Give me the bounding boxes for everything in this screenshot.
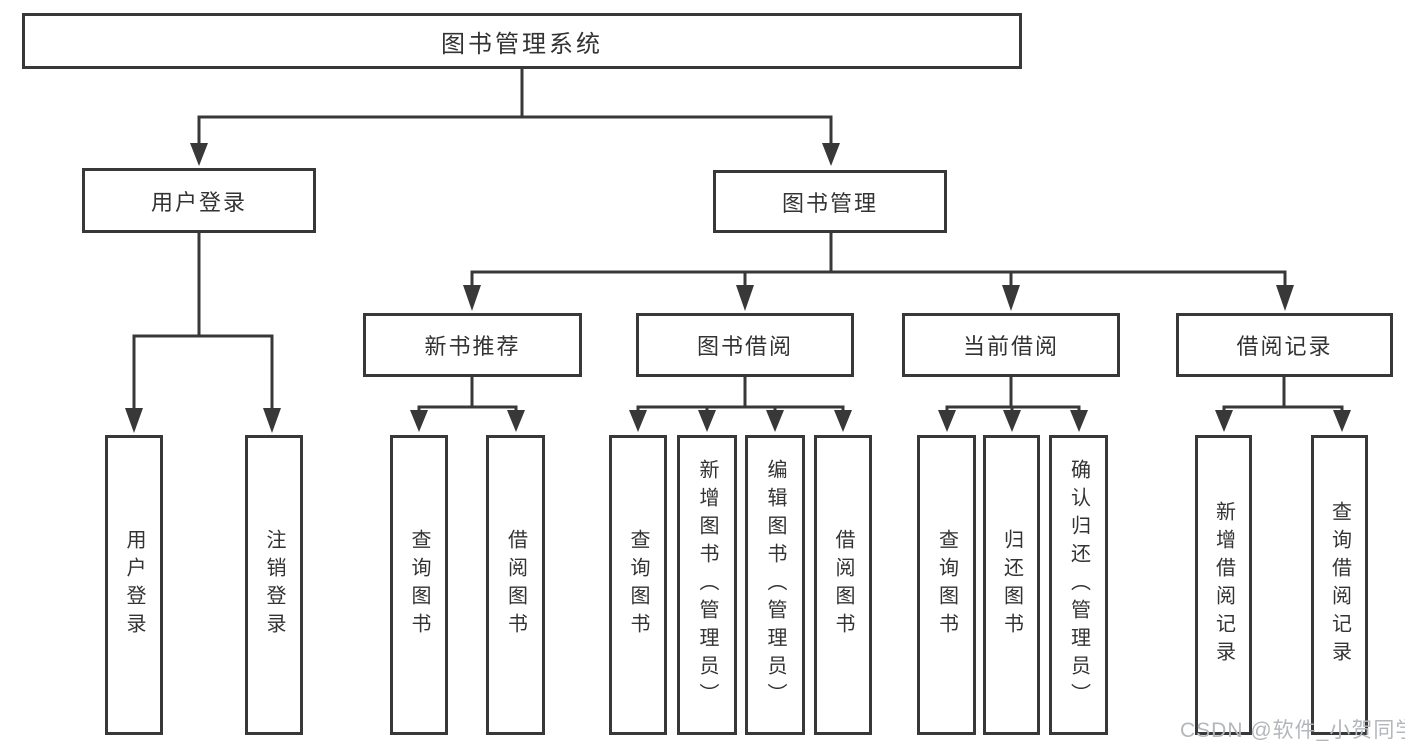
leaf-label: 查询图书 <box>935 529 958 641</box>
connector-borrowrecords-leaves <box>1222 375 1344 414</box>
node-leaf-add-book-admin: 新增图书（管理员） <box>677 435 737 735</box>
node-leaf-add-borrow-record: 新增借阅记录 <box>1195 435 1252 735</box>
leaf-label: 新增借阅记录 <box>1212 501 1235 669</box>
leaf-label: 新增图书（管理员） <box>696 459 718 711</box>
node-library-management-system: 图书管理系统 <box>22 13 1022 69</box>
node-leaf-confirm-return-admin: 确认归还（管理员） <box>1049 435 1108 735</box>
node-user-login: 用户登录 <box>82 168 316 233</box>
node-leaf-query-book-3: 查询图书 <box>917 435 976 735</box>
connector-bookmgmt-level3 <box>470 231 1287 289</box>
connector-currentborrow-leaves <box>945 375 1081 414</box>
leaf-label: 查询借阅记录 <box>1328 501 1351 669</box>
node-leaf-logout: 注销登录 <box>245 435 303 735</box>
node-current-borrow: 当前借阅 <box>902 313 1120 377</box>
connector-userlogin-leaves <box>132 231 274 412</box>
node-borrow-records: 借阅记录 <box>1176 313 1393 377</box>
connector-root-level2 <box>197 67 833 147</box>
node-leaf-borrow-book-1: 借阅图书 <box>486 435 545 735</box>
node-leaf-query-book-2: 查询图书 <box>609 435 667 735</box>
leaf-label: 查询图书 <box>408 529 430 641</box>
leaf-label: 借阅图书 <box>832 529 854 641</box>
leaf-label: 编辑图书（管理员） <box>764 459 786 711</box>
leaf-label: 归还图书 <box>1000 529 1023 641</box>
node-leaf-query-book-1: 查询图书 <box>390 435 448 735</box>
connector-newbooks-leaves <box>417 375 518 414</box>
leaf-label: 查询图书 <box>627 529 649 641</box>
node-leaf-query-borrow-record: 查询借阅记录 <box>1311 435 1368 735</box>
node-leaf-borrow-book-2: 借阅图书 <box>814 435 872 735</box>
leaf-label: 用户登录 <box>123 529 145 641</box>
connector-bookborrow-leaves <box>636 375 845 414</box>
node-new-book-recommend: 新书推荐 <box>363 313 582 377</box>
node-leaf-return-book: 归还图书 <box>983 435 1040 735</box>
leaf-label: 确认归还（管理员） <box>1067 459 1090 711</box>
node-book-borrow: 图书借阅 <box>636 313 854 377</box>
leaf-label: 注销登录 <box>263 529 285 641</box>
node-book-management: 图书管理 <box>713 170 947 233</box>
node-leaf-edit-book-admin: 编辑图书（管理员） <box>745 435 805 735</box>
csdn-watermark: CSDN @软件_小贺同学 <box>1180 719 1405 742</box>
node-leaf-user-login: 用户登录 <box>105 435 163 735</box>
arrowheads <box>125 143 1351 433</box>
leaf-label: 借阅图书 <box>504 529 527 641</box>
